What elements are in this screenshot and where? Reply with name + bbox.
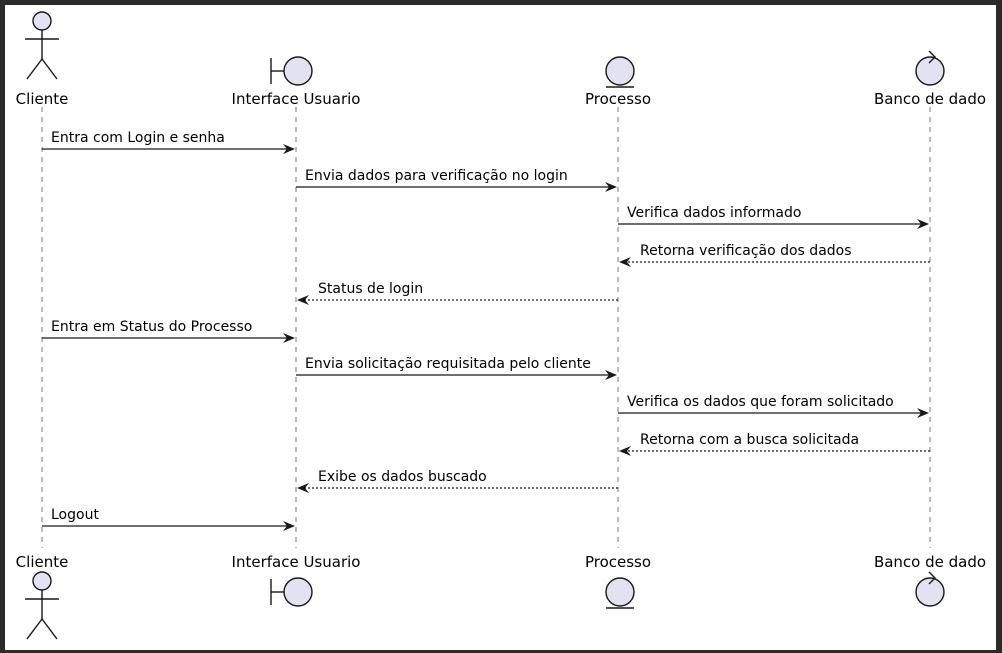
message-label: Retorna com a busca solicitada bbox=[640, 432, 859, 448]
arrowhead-icon bbox=[283, 144, 295, 154]
message-label: Entra em Status do Processo bbox=[51, 319, 252, 335]
arrowhead-icon bbox=[283, 333, 295, 343]
control-icon bbox=[915, 50, 945, 86]
message-6: Entra em Status do Processo bbox=[42, 319, 295, 343]
message-label: Verifica dados informado bbox=[627, 205, 801, 221]
arrowhead-icon bbox=[619, 257, 631, 267]
lifelines bbox=[41, 107, 931, 548]
participant-label-top-banco: Banco de dado bbox=[874, 90, 986, 108]
entity-icon bbox=[605, 577, 635, 609]
arrowhead-icon bbox=[283, 521, 295, 531]
entity-icon bbox=[605, 56, 635, 88]
message-9: Retorna com a busca solicitada bbox=[619, 432, 930, 456]
boundary-icon bbox=[270, 56, 313, 86]
boundary-icon bbox=[270, 577, 313, 607]
message-7: Envia solicitação requisitada pelo clien… bbox=[296, 356, 617, 380]
participants-top: Cliente Interface Usuario Processo Banco de… bbox=[16, 11, 986, 108]
message-10: Exibe os dados buscado bbox=[297, 469, 618, 493]
arrowhead-icon bbox=[297, 295, 309, 305]
message-label: Logout bbox=[51, 507, 99, 523]
arrowhead-icon bbox=[605, 370, 617, 380]
participant-label-top-interface: Interface Usuario bbox=[232, 90, 361, 108]
message-label: Retorna verificação dos dados bbox=[640, 243, 852, 259]
participant-label-bottom-processo: Processo bbox=[585, 553, 651, 571]
message-label: Exibe os dados buscado bbox=[318, 469, 487, 485]
participant-label-bottom-banco: Banco de dado bbox=[874, 553, 986, 571]
arrowhead-icon bbox=[297, 483, 309, 493]
actor-icon bbox=[25, 571, 59, 640]
message-2: Envia dados para verificação no login bbox=[296, 168, 617, 192]
arrowhead-icon bbox=[619, 446, 631, 456]
participants-bottom: Cliente Interface Usuario Processo Banco de… bbox=[16, 553, 986, 640]
message-label: Verifica os dados que foram solicitado bbox=[627, 394, 894, 410]
message-11: Logout bbox=[42, 507, 295, 531]
actor-icon bbox=[25, 11, 59, 80]
arrowhead-icon bbox=[917, 219, 929, 229]
participant-label-bottom-interface: Interface Usuario bbox=[232, 553, 361, 571]
participant-label-bottom-cliente: Cliente bbox=[16, 553, 69, 571]
message-label: Envia dados para verificação no login bbox=[305, 168, 568, 184]
message-5: Status de login bbox=[297, 281, 618, 305]
message-3: Verifica dados informado bbox=[618, 205, 929, 229]
control-icon bbox=[915, 571, 945, 607]
message-label: Status de login bbox=[318, 281, 423, 297]
message-label: Entra com Login e senha bbox=[51, 130, 225, 146]
arrowhead-icon bbox=[605, 182, 617, 192]
participant-label-top-processo: Processo bbox=[585, 90, 651, 108]
message-1: Entra com Login e senha bbox=[42, 130, 295, 154]
message-4: Retorna verificação dos dados bbox=[619, 243, 930, 267]
participant-label-top-cliente: Cliente bbox=[16, 90, 69, 108]
arrowhead-icon bbox=[917, 408, 929, 418]
message-8: Verifica os dados que foram solicitado bbox=[618, 394, 929, 418]
message-label: Envia solicitação requisitada pelo clien… bbox=[305, 356, 591, 372]
